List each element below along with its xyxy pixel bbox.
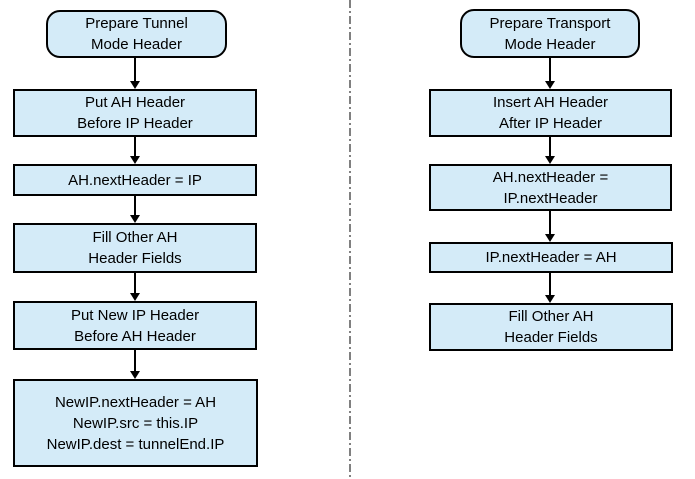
node-newip-assignments: NewIP.nextHeader = AH NewIP.src = this.I… xyxy=(13,379,258,467)
node-prepare-transport-mode-header: Prepare Transport Mode Header xyxy=(460,9,640,58)
arrow-down-icon xyxy=(129,58,141,89)
node-fill-other-ah-header-fields-transport: Fill Other AH Header Fields xyxy=(429,303,673,351)
node-text-line: Insert AH Header xyxy=(492,94,609,111)
node-text-line: Put AH Header xyxy=(84,94,186,111)
node-text-line: Put New IP Header xyxy=(70,306,200,324)
node-text-line: Before AH Header xyxy=(74,327,196,345)
node-put-new-ip-header-before-ah: Put New IP Header Before AH Header xyxy=(13,301,257,350)
arrow-down-icon xyxy=(129,350,141,379)
node-ip-nextheader-equals-ah: IP.nextHeader = AH xyxy=(429,242,673,273)
column-divider-line xyxy=(349,0,351,479)
node-text-line: NewIP.nextHeader = AH xyxy=(54,393,217,411)
node-text-line: NewIP.src = this.IP xyxy=(72,414,199,432)
node-text-line: AH.nextHeader = xyxy=(492,168,609,186)
node-text-line: AH.nextHeader = IP xyxy=(68,171,202,189)
node-text-line: NewIP.dest = tunnelEnd.IP xyxy=(46,435,225,453)
node-prepare-tunnel-mode-header: Prepare Tunnel Mode Header xyxy=(46,10,227,58)
node-text-line: Header Fields xyxy=(88,250,182,267)
node-put-ah-header-before-ip: Put AH Header Before IP Header xyxy=(13,89,257,137)
node-text-line: Before IP Header xyxy=(77,115,193,132)
node-text-line: Fill Other AH xyxy=(508,308,594,325)
arrow-down-icon xyxy=(129,137,141,164)
node-text-line: IP.nextHeader = AH xyxy=(485,249,617,266)
node-text-line: Mode Header xyxy=(91,36,182,53)
node-text-line: IP.nextHeader xyxy=(503,189,598,207)
arrow-down-icon xyxy=(544,137,556,164)
node-text-line: Prepare Transport xyxy=(489,14,611,32)
arrow-down-icon xyxy=(544,273,556,303)
arrow-down-icon xyxy=(544,58,556,89)
node-insert-ah-header-after-ip: Insert AH Header After IP Header xyxy=(429,89,672,137)
node-text-line: Prepare Tunnel xyxy=(85,15,188,32)
arrow-down-icon xyxy=(129,196,141,223)
node-text-line: After IP Header xyxy=(498,115,603,132)
arrow-down-icon xyxy=(129,273,141,301)
arrow-down-icon xyxy=(544,211,556,242)
node-ah-nextheader-equals-ip: AH.nextHeader = IP xyxy=(13,164,257,196)
node-text-line: Mode Header xyxy=(504,35,596,53)
node-ah-nextheader-equals-ip-nextheader: AH.nextHeader = IP.nextHeader xyxy=(429,164,672,211)
node-text-line: Fill Other AH xyxy=(92,229,178,246)
node-text-line: Header Fields xyxy=(504,329,598,346)
node-fill-other-ah-header-fields-tunnel: Fill Other AH Header Fields xyxy=(13,223,257,273)
